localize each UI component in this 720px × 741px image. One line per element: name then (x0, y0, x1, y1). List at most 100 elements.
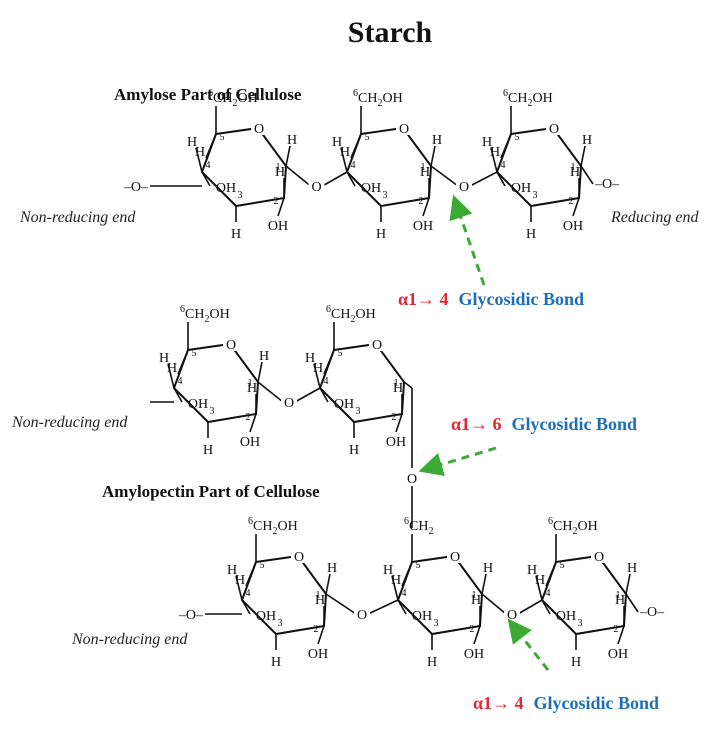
branch-bond (403, 381, 413, 389)
hydrogen-label: H (483, 561, 493, 576)
ring-oxygen: O (226, 338, 236, 353)
c5-h-bond (205, 133, 217, 159)
hydroxyl-label: OH (308, 647, 328, 662)
c4-oh-bond (201, 171, 211, 187)
hydroxyl-label: OH (386, 435, 406, 450)
ring-outline (240, 554, 328, 636)
c2-oh-bond (317, 625, 325, 645)
hydrogen-label: H (349, 443, 359, 458)
ch2oh-label: 6CH2 (404, 516, 433, 537)
hydroxyl-label: OH (334, 397, 354, 412)
c5-h-bond (350, 133, 362, 159)
hydrogen-label: H (535, 573, 545, 588)
c4-h-bond (195, 147, 203, 173)
ring-outline (200, 126, 288, 208)
c1-h-bond (285, 145, 291, 167)
hydrogen-label: H (376, 227, 386, 242)
c2-oh-bond (617, 625, 625, 645)
ring-outline (345, 126, 433, 208)
c4-oh-bond (346, 171, 356, 187)
carbon-number: 2 (246, 412, 251, 423)
chain-bond (257, 381, 284, 403)
carbon-number: 1 (276, 162, 281, 173)
carbon-number: 4 (178, 376, 183, 387)
chain-bond (469, 171, 498, 187)
ch2oh-label: 6CH2OH (208, 88, 258, 109)
c2-oh-bond (277, 197, 285, 217)
ring-oxygen: O (372, 338, 382, 353)
c2-oh-bond (422, 197, 430, 217)
c5-h-bond (500, 133, 512, 159)
hydrogen-label: H (313, 361, 323, 376)
hydrogen-label: H (615, 593, 625, 608)
c1-h-bond (580, 145, 586, 167)
carbon-number: 2 (614, 624, 619, 635)
c4-h-bond (535, 575, 543, 601)
chain-bond-arrow (507, 618, 550, 671)
amylose-right-end-label: Reducing end (610, 209, 700, 226)
hydrogen-label: H (159, 351, 169, 366)
ring-oxygen: O (399, 122, 409, 137)
hydrogen-label: H (305, 351, 315, 366)
amylose-bond-label: α1→ 4 Glycosidic Bond (398, 289, 584, 309)
c2-oh-bond (395, 413, 403, 433)
chain-bond (625, 593, 639, 613)
amylose-bond-arrow (449, 194, 486, 286)
ring-oxygen: O (594, 550, 604, 565)
right-terminal-oxygen: –O– (594, 177, 620, 192)
hydrogen-label: H (571, 655, 581, 670)
c4-oh-bond (241, 599, 251, 615)
chain-bond (285, 165, 312, 187)
carbon-number: 3 (210, 406, 215, 417)
carbon-number: 1 (571, 162, 576, 173)
hydroxyl-label: OH (511, 181, 531, 196)
chain-bond (294, 387, 321, 403)
carbon-number: 1 (316, 590, 321, 601)
carbon-number: 2 (569, 196, 574, 207)
c4-h-bond (490, 147, 498, 173)
chain-bond (325, 593, 357, 615)
hydroxyl-label: OH (361, 181, 381, 196)
ch2oh-label: 6CH2OH (548, 516, 598, 537)
carbon-number: 2 (470, 624, 475, 635)
hydrogen-label: H (570, 165, 580, 180)
c1-h-bond (257, 361, 263, 383)
ring-oxygen: O (450, 550, 460, 565)
hydrogen-label: H (187, 135, 197, 150)
c2-oh-bond (473, 625, 481, 645)
c2-oh-bond (572, 197, 580, 217)
c5-h-bond (545, 561, 557, 587)
hydrogen-label: H (490, 145, 500, 160)
hydrogen-label: H (627, 561, 637, 576)
chain-bond-alpha: α1→ 4 (473, 693, 524, 713)
branch-bond-arrow (418, 446, 497, 477)
ch2oh-label: 6CH2OH (353, 88, 403, 109)
hydrogen-label: H (427, 655, 437, 670)
hydrogen-label: H (340, 145, 350, 160)
hydrogen-label: H (287, 133, 297, 148)
c4-oh-bond (319, 387, 329, 403)
carbon-number: 4 (402, 588, 407, 599)
amylopectin-upper-end-label: Non-reducing end (11, 414, 128, 431)
amylose-left-end-label: Non-reducing end (19, 209, 136, 226)
hydrogen-label: H (259, 349, 269, 364)
c5-h-bond (401, 561, 413, 587)
c4-h-bond (167, 363, 175, 389)
linking-oxygen: O (507, 608, 517, 623)
carbon-number: 3 (434, 618, 439, 629)
linking-oxygen: O (459, 180, 469, 195)
c4-oh-bond (496, 171, 506, 187)
ring-oxygen: O (549, 122, 559, 137)
carbon-number: 1 (394, 378, 399, 389)
amylose-heading: Amylose Part of Cellulose (114, 85, 302, 104)
c4-h-bond (340, 147, 348, 173)
c1-h-bond (625, 573, 631, 595)
c4-h-bond (235, 575, 243, 601)
ring-oxygen: O (254, 122, 264, 137)
